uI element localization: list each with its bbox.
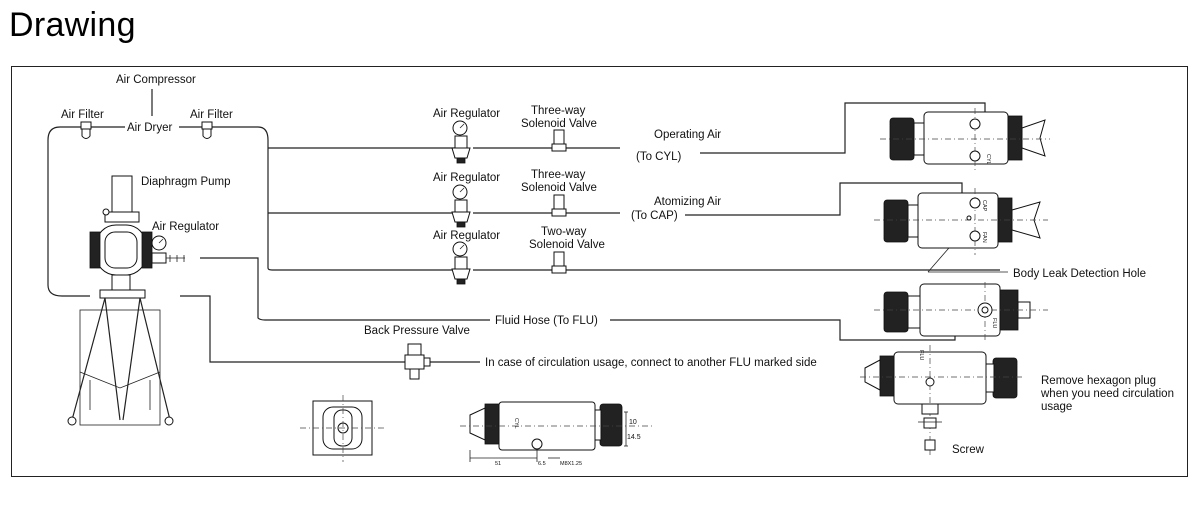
air-regulator-2 — [451, 184, 471, 228]
label-valve-3-line-1: Two-way — [541, 226, 587, 238]
air-filter-right — [201, 121, 213, 139]
svg-text:FLU: FLU — [918, 350, 924, 360]
page-title: Drawing — [9, 6, 136, 44]
solenoid-valve-1 — [551, 129, 567, 152]
svg-text:FLU: FLU — [991, 318, 997, 328]
label-air-compressor: Air Compressor — [116, 74, 196, 86]
air-supply-lines — [47, 89, 1008, 363]
back-pressure-valve — [404, 343, 431, 380]
label-body-leak: Body Leak Detection Hole — [1013, 268, 1146, 280]
spray-gun-operating: CYL — [880, 108, 1050, 170]
label-air-regulator-2: Air Regulator — [433, 172, 500, 184]
dimension-drawing: CYL 10 14.5 51 6.5 M8X1.25 — [460, 401, 655, 467]
label-circulation-note: In case of circulation usage, connect to… — [485, 357, 817, 369]
label-air-filter-right: Air Filter — [190, 109, 233, 121]
solenoid-valve-2 — [551, 194, 567, 217]
label-screw: Screw — [952, 444, 985, 456]
dim-10: 10 — [629, 419, 637, 426]
diagram-labels: Air Compressor Air Filter Air Dryer Air … — [61, 74, 1174, 456]
label-valve-1-line-2: Solenoid Valve — [521, 118, 597, 130]
label-atomizing-air: Atomizing Air — [654, 196, 721, 208]
valve-top-view — [300, 395, 385, 462]
label-valve-2-line-2: Solenoid Valve — [521, 182, 597, 194]
pump-pressure-gauge — [151, 235, 185, 264]
label-hex-plug-line-3: usage — [1041, 401, 1072, 413]
spray-gun-circulation: FLU — [860, 345, 1025, 455]
label-valve-2-line-1: Three-way — [531, 169, 586, 181]
dim-51: 51 — [495, 461, 501, 467]
label-air-regulator-pump: Air Regulator — [152, 221, 219, 233]
label-diaphragm-pump: Diaphragm Pump — [141, 176, 230, 188]
solenoid-valve-3 — [551, 251, 567, 274]
label-to-cap: (To CAP) — [631, 210, 678, 222]
svg-text:CYL: CYL — [985, 154, 991, 165]
label-back-pressure-valve: Back Pressure Valve — [364, 325, 470, 337]
svg-text:CYL: CYL — [513, 418, 519, 429]
dim-14-5: 14.5 — [627, 434, 641, 441]
label-hex-plug-line-1: Remove hexagon plug — [1041, 375, 1156, 387]
dim-6-5: 6.5 — [538, 461, 546, 467]
svg-text:CAP: CAP — [981, 200, 987, 212]
drawing-frame — [11, 66, 1188, 477]
svg-text:FAN: FAN — [981, 232, 987, 243]
label-air-regulator-1: Air Regulator — [433, 108, 500, 120]
label-air-filter-left: Air Filter — [61, 109, 104, 121]
label-to-cyl: (To CYL) — [636, 151, 682, 163]
dim-thread: M8X1.25 — [560, 461, 582, 467]
label-air-dryer: Air Dryer — [127, 122, 173, 134]
diaphragm-pump — [67, 175, 174, 426]
label-hex-plug-line-2: when you need circulation — [1040, 388, 1174, 400]
air-filter-left — [80, 121, 92, 139]
air-regulator-1 — [451, 120, 471, 164]
air-regulator-3 — [451, 241, 471, 285]
spray-gun-fluid: FLU — [874, 282, 1048, 340]
label-fluid-hose: Fluid Hose (To FLU) — [495, 315, 598, 327]
label-valve-1-line-1: Three-way — [531, 105, 586, 117]
label-valve-3-line-2: Solenoid Valve — [529, 239, 605, 251]
label-operating-air: Operating Air — [654, 129, 721, 141]
label-air-regulator-3: Air Regulator — [433, 230, 500, 242]
spray-gun-atomizing: CAP FAN — [874, 188, 1048, 255]
